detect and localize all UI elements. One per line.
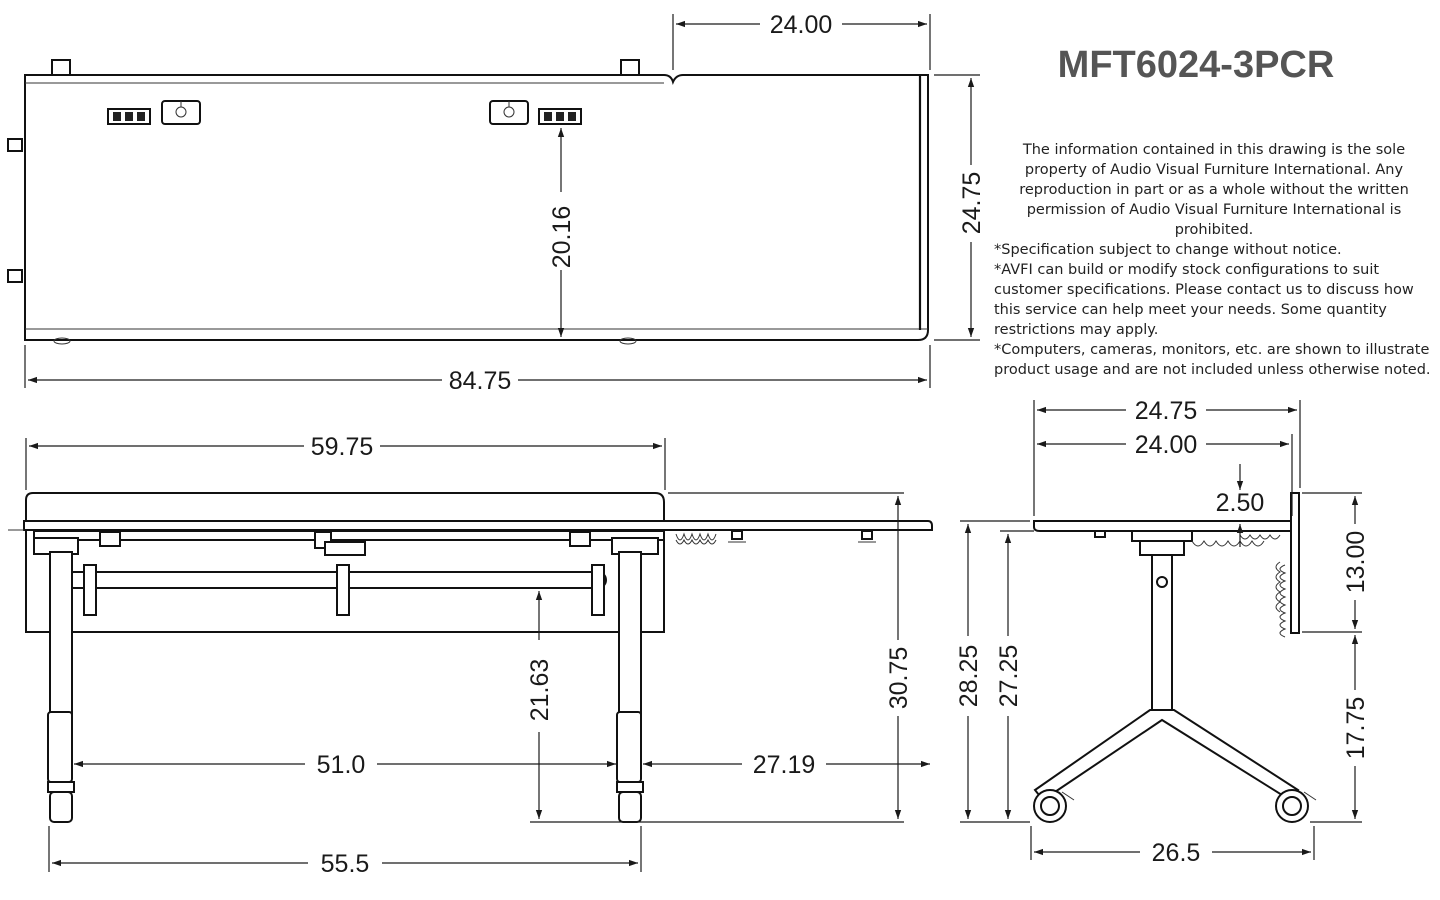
dim-panel-height: 13.00 (1342, 531, 1370, 594)
dim-height-total: 28.25 (955, 645, 983, 708)
dim-top-height: 30.75 (885, 647, 913, 710)
top-view-outline (24, 74, 929, 341)
grommet-icon (489, 100, 529, 125)
hinge-icon (7, 269, 23, 283)
dim-overall-length: 84.75 (449, 367, 512, 395)
dim-top-depth: 24.75 (958, 172, 986, 235)
caster-wheel-icon (1275, 789, 1317, 823)
side-view: 24.75 24.00 2.50 13.00 17.75 28.25 27.25 (955, 397, 1370, 867)
notes-block: The information contained in this drawin… (994, 140, 1434, 380)
side-modesty-panel (1290, 492, 1300, 634)
top-view: 24.00 24.75 20.16 84.75 (7, 11, 986, 395)
dim-panel-offset: 2.50 (1216, 489, 1265, 517)
front-view: 59.75 51.0 27.19 55.5 21.63 30.75 (8, 433, 933, 878)
dim-top-extension-width: 24.00 (770, 11, 833, 39)
knob-icon (1156, 576, 1168, 588)
note-item: *Computers, cameras, monitors, etc. are … (994, 342, 1431, 378)
dim-main-length: 59.75 (311, 433, 374, 461)
dim-height-under: 27.25 (995, 645, 1023, 708)
clip-icon (51, 59, 71, 76)
dim-base-width: 26.5 (1152, 839, 1201, 867)
dim-panel-floor-clearance: 17.75 (1342, 697, 1370, 760)
clip-icon (620, 59, 640, 76)
table-top (23, 520, 933, 531)
dim-leg-span-outer: 55.5 (321, 850, 370, 878)
hinge-icon (7, 138, 23, 152)
caster-wheel-icon (1033, 789, 1075, 823)
dim-side-depth-top: 24.00 (1135, 431, 1198, 459)
side-table-top (1033, 520, 1293, 532)
dim-outlet-offset: 20.16 (548, 206, 576, 269)
note-item: *Specification subject to change without… (994, 242, 1342, 258)
grommet-icon (161, 100, 201, 125)
power-outlet-icon (107, 108, 151, 125)
drawing-title: MFT6024-3PCR (1057, 44, 1335, 86)
dim-bar-height: 21.63 (526, 659, 554, 722)
dim-side-depth-overall: 24.75 (1135, 397, 1198, 425)
disclaimer-text: The information contained in this drawin… (1019, 142, 1409, 238)
dim-extension-reach: 27.19 (753, 751, 816, 779)
dim-leg-span-inner: 51.0 (317, 751, 366, 779)
note-item: *AVFI can build or modify stock configur… (994, 262, 1414, 338)
power-outlet-icon (538, 108, 582, 125)
